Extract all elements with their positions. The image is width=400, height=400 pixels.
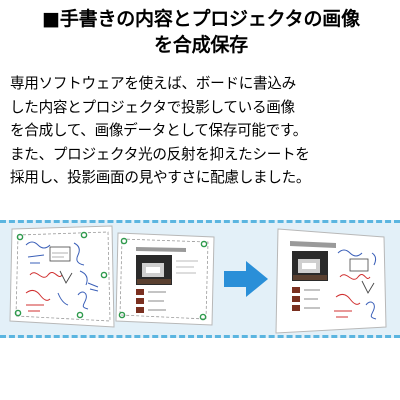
- illustration-graphic: [9, 225, 387, 334]
- section-heading: ■手書きの内容とプロジェクタの画像 を合成保存: [8, 6, 394, 58]
- description-line: を合成して、画像データとして保存可能です。: [10, 122, 308, 139]
- arrow-right-icon: [224, 261, 268, 297]
- description-line: また、プロジェクタ光の反射を抑えたシートを: [10, 145, 310, 163]
- heading-line-1: ■手書きの内容とプロジェクタの画像: [42, 8, 360, 30]
- combined-image: [275, 228, 387, 334]
- heading-line-2: を合成保存: [153, 34, 248, 56]
- description-line: 専用ソフトウェアを使えば、ボードに書込み: [10, 75, 296, 92]
- description-paragraph: 専用ソフトウェアを使えば、ボードに書込み した内容とプロジェクタで投影している画…: [10, 72, 394, 190]
- projected-image: [115, 232, 215, 326]
- description-line: した内容とプロジェクタで投影している画像: [10, 98, 295, 116]
- illustration-band: [0, 220, 400, 338]
- whiteboard-image: [9, 225, 115, 328]
- description-line: 採用し、投影画面の見やすさに配慮しました。: [10, 169, 311, 186]
